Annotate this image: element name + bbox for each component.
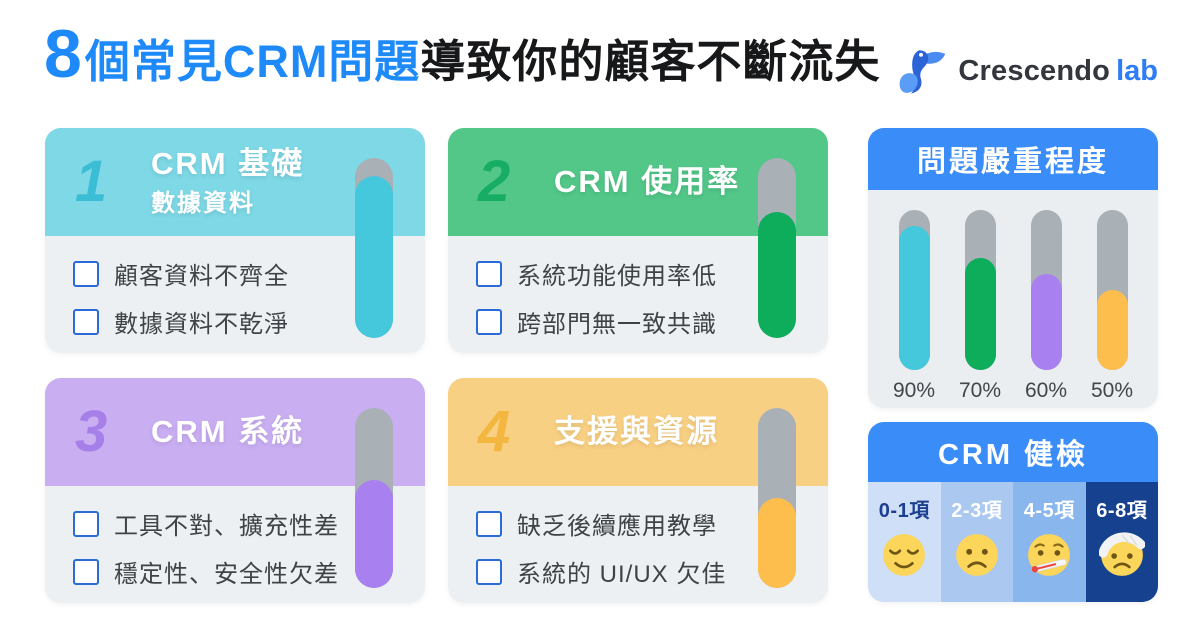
healthcheck-range-label: 4-5項: [1023, 500, 1075, 522]
healthcheck-range-label: 6-8項: [1096, 500, 1148, 522]
card-3-title: CRM 系統: [151, 414, 305, 450]
bar-fill: [898, 226, 930, 370]
severity-panel: 問題嚴重程度 90% 70% 60% 50%: [868, 128, 1158, 408]
bar-value-label: 90%: [892, 379, 936, 402]
healthcheck-column-4-5: 4-5項: [1013, 482, 1086, 602]
bar-value-label: 70%: [958, 379, 1002, 402]
bar-fill: [1096, 290, 1128, 370]
checkbox[interactable]: [476, 510, 502, 537]
severity-bar-track: [355, 408, 393, 588]
severity-bar-track: [758, 158, 796, 338]
list-item: 跨部門無一致共識: [476, 304, 828, 339]
list-item: 系統的 UI/UX 欠佳: [476, 554, 828, 589]
title-rest: 導致你的顧客不斷流失: [420, 36, 881, 87]
card-4-title: 支援與資源: [554, 414, 719, 450]
title-highlight: 個常見CRM問題: [84, 36, 421, 87]
severity-bar-track: [355, 158, 393, 338]
checkbox[interactable]: [476, 558, 502, 585]
checkbox[interactable]: [73, 260, 99, 287]
logo-lab-text: lab: [1116, 54, 1158, 87]
bar-fill: [1030, 274, 1062, 370]
list-item: 顧客資料不齊全: [73, 256, 425, 291]
checkbox[interactable]: [476, 260, 502, 287]
list-item: 缺乏後續應用教學: [476, 506, 828, 541]
check-item-label: 跨部門無一致共識: [517, 311, 717, 338]
severity-bar-fill: [758, 212, 796, 338]
healthcheck-range-label: 2-3項: [951, 500, 1003, 522]
card-crm-usage-rate: 2 CRM 使用率 系統功能使用率低 跨部門無一致共識: [448, 128, 828, 353]
list-item: 工具不對、擴充性差: [73, 506, 425, 541]
healthcheck-column-2-3: 2-3項: [940, 482, 1013, 602]
card-3-number: 3: [75, 399, 108, 464]
bar-track: [964, 210, 996, 370]
severity-bar-fill: [758, 498, 796, 588]
check-item-label: 系統的 UI/UX 欠佳: [517, 561, 727, 588]
frowning-face-icon: [955, 534, 998, 576]
check-item-label: 穩定性、安全性欠差: [114, 561, 339, 588]
severity-chart-column: 50%: [1090, 210, 1134, 403]
page-title: 8 個常見CRM問題 導致你的顧客不斷流失: [44, 20, 880, 90]
bar-value-label: 50%: [1090, 379, 1134, 402]
card-crm-system: 3 CRM 系統 工具不對、擴充性差 穩定性、安全性欠差: [45, 378, 425, 603]
check-item-label: 系統功能使用率低: [517, 263, 717, 290]
checkbox[interactable]: [476, 308, 502, 335]
card-1-number: 1: [75, 149, 108, 214]
severity-bar-track: [758, 408, 796, 588]
head-bandage-face-icon: [1098, 532, 1145, 576]
card-support-resources: 4 支援與資源 缺乏後續應用教學 系統的 UI/UX 欠佳: [448, 378, 828, 603]
bar-track: [1030, 210, 1062, 370]
checkbox[interactable]: [73, 510, 99, 537]
severity-bar-fill: [355, 176, 393, 338]
card-4-number: 4: [478, 399, 511, 464]
bar-fill: [964, 258, 996, 370]
severity-panel-title: 問題嚴重程度: [868, 128, 1158, 190]
title-number: 8: [44, 16, 82, 92]
card-crm-foundation-data: 1 CRM 基礎 數據資料 顧客資料不齊全 數據資料不乾淨: [45, 128, 425, 353]
severity-chart-column: 70%: [958, 210, 1002, 403]
severity-chart-column: 90%: [892, 210, 936, 403]
bar-value-label: 60%: [1024, 379, 1068, 402]
healthcheck-range-label: 0-1項: [878, 500, 930, 522]
logo-brand-text: Crescendo: [958, 54, 1111, 87]
bar-track: [898, 210, 930, 370]
list-item: 數據資料不乾淨: [73, 304, 425, 339]
crm-healthcheck-panel: CRM 健檢 0-1項 2-3項 4-5項: [868, 422, 1158, 602]
card-1-subtitle: 數據資料: [151, 190, 255, 218]
severity-bar-fill: [355, 480, 393, 588]
checkbox[interactable]: [73, 308, 99, 335]
healthcheck-column-0-1: 0-1項: [868, 482, 941, 602]
healthcheck-column-6-8: 6-8項: [1085, 482, 1158, 602]
healthcheck-panel-title: CRM 健檢: [868, 422, 1158, 482]
card-2-title: CRM 使用率: [554, 164, 741, 200]
severity-chart-column: 60%: [1024, 210, 1068, 403]
card-2-number: 2: [478, 149, 511, 214]
card-1-title: CRM 基礎: [151, 145, 305, 181]
check-item-label: 數據資料不乾淨: [114, 311, 289, 338]
checkbox[interactable]: [73, 558, 99, 585]
list-item: 系統功能使用率低: [476, 256, 828, 291]
relieved-face-icon: [883, 534, 926, 576]
check-item-label: 顧客資料不齊全: [114, 263, 289, 290]
bar-track: [1096, 210, 1128, 370]
check-item-label: 缺乏後續應用教學: [517, 513, 717, 540]
crescendo-bird-icon: [900, 50, 946, 94]
severity-chart: 90% 70% 60% 50%: [868, 190, 1158, 403]
list-item: 穩定性、安全性欠差: [73, 554, 425, 589]
thermometer-face-icon: [1028, 534, 1071, 576]
check-item-label: 工具不對、擴充性差: [114, 513, 339, 540]
